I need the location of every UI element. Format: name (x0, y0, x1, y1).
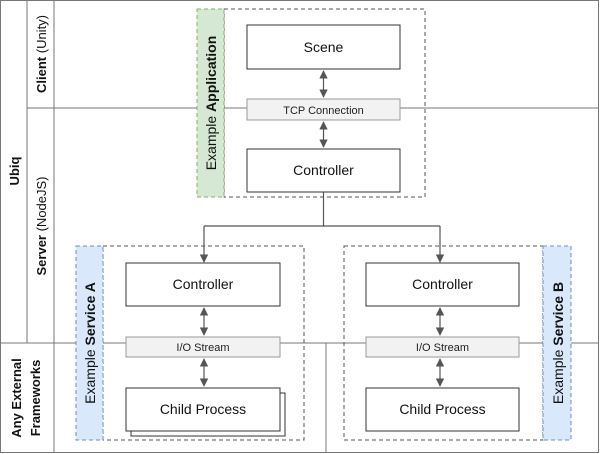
service-a-tag-prefix: Example (82, 345, 98, 403)
service-b-tag-label: Example Service B (550, 282, 566, 404)
external-lane-label-line2: Frameworks (28, 360, 43, 437)
application-tag-label: Example Application (203, 36, 219, 171)
service-b-child-box (365, 387, 520, 432)
service-b-controller-label: Controller (412, 276, 473, 292)
service-b-stream-bar (365, 336, 520, 358)
controller-connectors (199, 192, 445, 263)
service-b-child-label: Child Process (399, 401, 485, 417)
service-b-stream-label: I/O Stream (416, 342, 469, 354)
tcp-connection-label: TCP Connection (283, 105, 364, 117)
service-a-tag-bold: Service A (82, 282, 98, 345)
application-tag-prefix: Example (203, 112, 219, 170)
client-lane-label: Client (Unity) (34, 15, 49, 93)
scene-box (246, 24, 401, 70)
client-lane-label-bold: Client (34, 56, 49, 93)
tcp-connection-bar (246, 98, 401, 121)
example-service-b-group: Example Service B Controller I/O Stream … (343, 245, 572, 441)
service-a-controller-label: Controller (173, 276, 234, 292)
server-lane-label: Server (NodeJS) (34, 176, 49, 275)
example-application-group: Example Application Scene TCP Connection… (196, 8, 426, 198)
application-tag (196, 8, 225, 198)
service-a-child-label: Child Process (160, 401, 246, 417)
service-b-tag-prefix: Example (550, 346, 566, 404)
service-a-stream-label: I/O Stream (176, 342, 229, 354)
ubiq-lane-label: Ubiq (7, 157, 22, 186)
server-lane-label-bold: Server (34, 235, 49, 275)
service-a-tag-label: Example Service A (82, 282, 98, 404)
scene-label: Scene (304, 39, 344, 55)
service-b-tag (542, 245, 572, 441)
service-a-child-box (125, 387, 281, 432)
service-b-tag-bold: Service B (550, 282, 566, 346)
app-controller-label: Controller (293, 162, 354, 178)
server-lane-label-rest: (NodeJS) (34, 176, 49, 235)
example-service-a-group: Example Service A Controller I/O Stream … (75, 245, 305, 441)
external-lane-label-line1: Any External (9, 358, 24, 437)
application-dashed-boundary (223, 8, 426, 198)
service-a-tag (75, 245, 104, 441)
service-a-controller-box (125, 262, 281, 307)
app-controller-box (246, 148, 401, 193)
service-a-stream-bar (125, 336, 281, 358)
client-lane-label-rest: (Unity) (34, 15, 49, 57)
application-tag-bold: Application (203, 36, 219, 112)
service-b-controller-box (365, 262, 520, 307)
